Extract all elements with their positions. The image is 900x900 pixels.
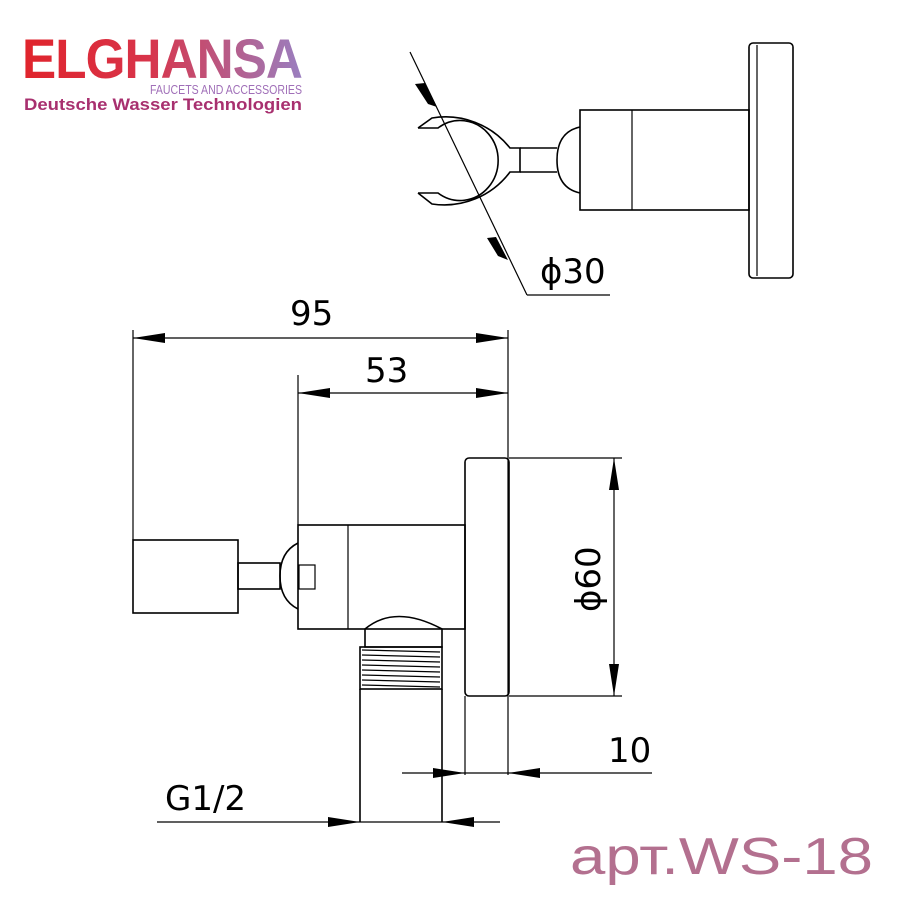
article-number: арт.WS-18	[570, 828, 873, 886]
flange-side-top	[748, 42, 794, 279]
dim-body-length: 53	[365, 351, 408, 391]
top-view: ϕ30	[409, 42, 794, 296]
brand-name: ELGHANSA	[22, 27, 302, 90]
dim-overall-length: 95	[290, 294, 333, 334]
dim-flange-diameter: ϕ60	[569, 546, 609, 612]
brand-subtitle: FAUCETS AND ACCESSORIES	[150, 83, 302, 97]
brand-tagline: Deutsche Wasser Technologien	[24, 95, 302, 114]
flange	[464, 457, 510, 697]
valve-body	[297, 524, 466, 630]
dim-holder-diameter: ϕ30	[540, 252, 606, 292]
brand-logo: ELGHANSA FAUCETS AND ACCESSORIES Deutsch…	[22, 27, 303, 114]
body-top	[579, 109, 750, 211]
holder-ring-inner	[418, 119, 499, 202]
holder-ring-outer	[417, 116, 521, 206]
dim-flange-thickness: 10	[608, 731, 651, 771]
front-view: 95 53 ϕ60	[132, 294, 652, 827]
holder-block	[132, 539, 239, 614]
dim-thread: G1/2	[165, 779, 246, 819]
thread	[359, 646, 443, 690]
